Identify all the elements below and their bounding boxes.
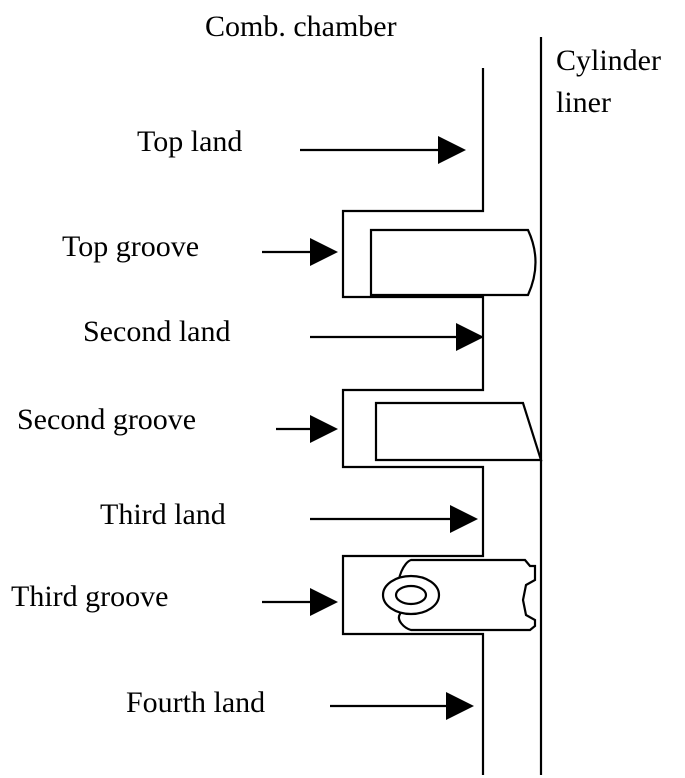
cylinder-liner-label-line2: liner: [556, 86, 611, 119]
top-groove-label: Top groove: [62, 230, 199, 263]
fourth-land-arrowhead: [446, 692, 474, 720]
ring-expander-inner: [394, 584, 428, 606]
third-land-arrowhead: [450, 505, 478, 533]
second-groove-label: Second groove: [17, 403, 196, 436]
cylinder-liner-label-line1: Cylinder: [556, 44, 661, 77]
top-land-label: Top land: [137, 125, 242, 158]
fourth-land-label: Fourth land: [126, 686, 265, 719]
third-land-label: Third land: [100, 498, 226, 531]
second-groove-arrowhead: [310, 415, 338, 443]
second-land-label: Second land: [83, 315, 230, 348]
piston-profile: [341, 68, 485, 775]
third-groove-arrowhead: [310, 588, 338, 616]
third-groove-label: Third groove: [11, 580, 168, 613]
top-compression-ring: [369, 228, 537, 297]
second-land-arrowhead: [456, 323, 484, 351]
combustion-chamber-label: Comb. chamber: [205, 10, 397, 43]
top-groove-arrowhead: [310, 238, 338, 266]
second-compression-ring: [374, 401, 543, 462]
top-land-arrowhead: [438, 136, 466, 164]
